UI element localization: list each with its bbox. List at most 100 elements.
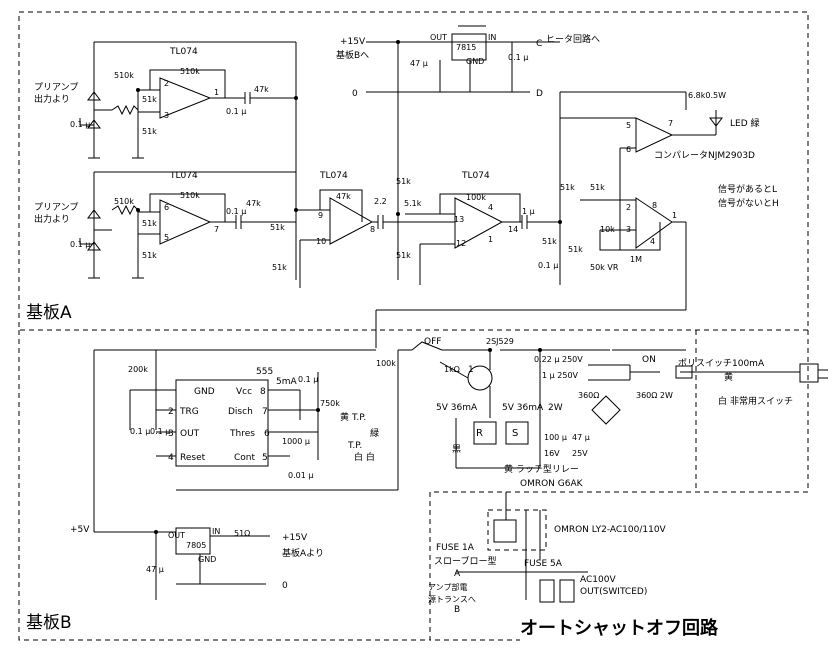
notes-white-label: 白	[718, 395, 727, 407]
components-c01u-label: 0.1 μ	[130, 427, 150, 436]
input-label-1a: プリアンプ	[34, 82, 78, 93]
pins-p5-label: 5	[262, 453, 268, 463]
pins-reg-gnd-label: GND	[466, 57, 484, 66]
components-c47u-label: 47 μ	[410, 59, 428, 68]
notes-amp2-label: 源トランスへ	[428, 595, 476, 604]
notes-green-label: 緑	[370, 427, 379, 439]
pins-p3-label: 3	[168, 429, 174, 439]
ics-comparator-label: コンパレータNJM2903D	[654, 150, 755, 161]
notes-v36-2-label: 5V 36mA	[502, 403, 544, 413]
notes-a-lbl-label: A	[454, 569, 461, 579]
rails-c-label-label: C	[536, 39, 542, 49]
comparator	[375, 92, 723, 348]
components-c1000u-label: 1000 μ	[282, 437, 310, 446]
ics-opamp-label: TL074	[169, 47, 198, 57]
notes-fuse1-label: FUSE 1A	[436, 543, 475, 553]
rails-zero-label: 0	[352, 89, 358, 99]
components-r510k-label: 510k	[180, 191, 200, 200]
ics-opamp-label: TL074	[461, 171, 490, 181]
pins-n6-label: 6	[626, 145, 631, 154]
components-r22-label: 2.2	[374, 197, 387, 206]
diagram-title: オートシャットオフ回路	[520, 617, 719, 639]
board-b-label: 基板B	[26, 613, 72, 633]
pins-p12-label: 12	[456, 239, 466, 248]
notes-yellow2-label: 黄	[724, 371, 733, 383]
components-r51ohm-label: 51Ω	[234, 529, 250, 538]
components-r750k-label: 750k	[320, 399, 340, 408]
pins-n4-label: 4	[650, 237, 655, 246]
rails-d-label-label: D	[536, 89, 543, 99]
pins-p10-label: 10	[316, 237, 326, 246]
pins-gnd-label: GND	[194, 387, 215, 397]
pins-p1-label: 1	[214, 88, 219, 97]
input-label-2a: プリアンプ	[34, 202, 78, 213]
pins-p3-label: 3	[164, 111, 169, 120]
components-c01u-label: 0.1 μ	[508, 53, 528, 62]
components-c100u-label: 100 μ	[544, 433, 567, 442]
pins-reg-out-label: OUT	[430, 33, 447, 42]
pins-p1-label: 1	[488, 235, 493, 244]
components-r51k-label: 51k	[542, 237, 557, 246]
components-c022-label: 0.22 μ 250V	[534, 355, 583, 364]
fet-relay	[398, 341, 760, 469]
ics-reg-7805-label: 7805	[186, 541, 206, 550]
components-r51k-label: 51k	[396, 251, 411, 260]
board-a-outline	[18, 11, 809, 331]
ics-opamp-label: TL074	[319, 171, 348, 181]
ics-fet-label: 2SJ529	[486, 337, 514, 346]
notes-signal1-label: 信号があるとL	[718, 183, 777, 195]
timer-555	[93, 349, 399, 532]
board-a-label: 基板A	[26, 303, 72, 323]
lower-channel	[79, 171, 296, 279]
pins-p4-label: 4	[168, 453, 174, 463]
components-r100k-label: 100k	[376, 359, 396, 368]
pins-reg-in-label: IN	[212, 527, 220, 536]
pins-reg-out-label: OUT	[168, 531, 185, 540]
components-r510k-label: 510k	[114, 71, 134, 80]
ics-reg-7815-label: 7815	[456, 43, 476, 52]
components-c001u-label: 0.01 μ	[288, 471, 313, 480]
components-r360-2w-label: 360Ω 2W	[636, 391, 673, 400]
notes-b-lbl-label: B	[454, 605, 460, 615]
components-r51-label: 5.1k	[404, 199, 422, 208]
output-relay	[456, 492, 588, 603]
pins-p7-label: 7	[214, 225, 219, 234]
components-c01u-label: 0.1 μ	[70, 120, 90, 129]
pins-p7-label: 7	[262, 407, 268, 417]
components-c01u-label: 0.1 μ	[226, 107, 246, 116]
components-c01u-label: 0.1 μ	[298, 375, 318, 384]
components-r51k-label: 51k	[142, 219, 157, 228]
notes-led-label: LED 緑	[730, 117, 760, 129]
ac-plug-icon	[760, 363, 828, 383]
pins-n2-label: 2	[626, 203, 631, 212]
board-b-outline	[18, 330, 809, 641]
ics-opamp-label: TL074	[169, 171, 198, 181]
pins-reg-gnd-label: GND	[198, 555, 216, 564]
pins-n1-label: 1	[672, 211, 677, 220]
components-c01u-label: 0.1 μ	[70, 240, 90, 249]
rails-p15-label: +15V	[340, 37, 366, 47]
rails-zero-b-label: 0	[282, 581, 288, 591]
pins-p9-label: 9	[318, 211, 323, 220]
components-r68k-label: 6.8k0.5W	[688, 91, 726, 100]
mixer-stage	[296, 189, 455, 288]
pins-p6-label: 6	[264, 429, 270, 439]
notes-cur5ma-label: 5mA	[276, 377, 297, 387]
pins-p4-label: 4	[488, 203, 493, 212]
regulator-5v	[94, 527, 270, 600]
components-r51k-label: 51k	[142, 95, 157, 104]
pins-vcc-label: Vcc	[236, 387, 252, 397]
notes-emerg-label: 非常用スイッチ	[730, 395, 793, 407]
notes-s-label-label: S	[512, 428, 518, 439]
components-r51k-label: 51k	[270, 223, 285, 232]
notes-polysw-label: ポリスイッチ100mA	[678, 358, 765, 369]
notes-r-label-label: R	[476, 428, 483, 439]
pins-p6-label: 6	[164, 203, 169, 212]
components-r47k-label: 47k	[254, 85, 269, 94]
detector-stage	[405, 91, 686, 285]
notes-w2-label: 2W	[548, 403, 563, 413]
pins-reg-in-label: IN	[488, 33, 496, 42]
pins-p2-label: 2	[164, 79, 169, 88]
notes-omron1-label: OMRON G6AK	[520, 479, 584, 489]
components-r510k-label: 510k	[114, 197, 134, 206]
